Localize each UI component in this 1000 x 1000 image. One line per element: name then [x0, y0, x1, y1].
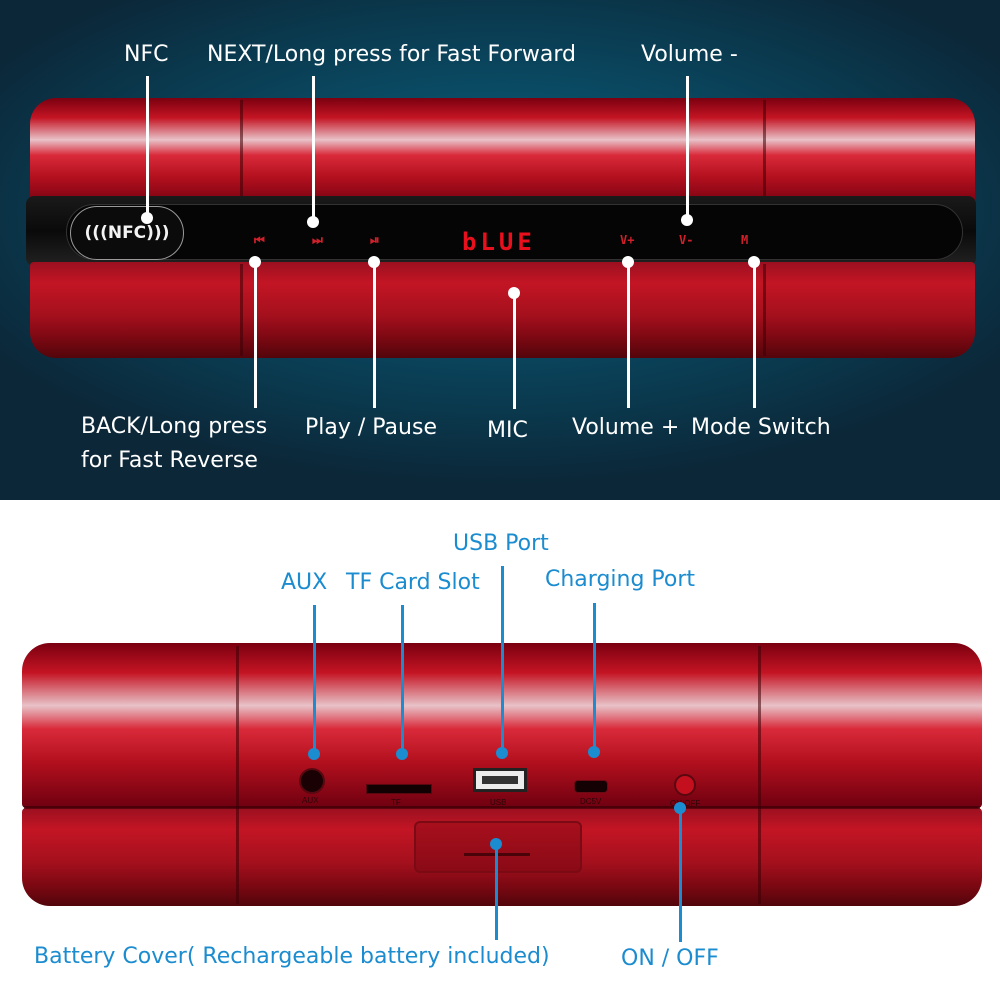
callout-dot-aux: [308, 748, 320, 760]
callout-dot-charging: [588, 746, 600, 758]
callout-line-back: [254, 262, 257, 408]
back-button[interactable]: ⏮: [254, 233, 265, 247]
callout-line-tf: [401, 605, 404, 753]
power-switch[interactable]: [674, 774, 696, 796]
usb-port[interactable]: [473, 768, 527, 792]
volume-minus-button[interactable]: V-: [679, 233, 694, 247]
callout-line-next: [312, 76, 315, 221]
callout-line-nfc: [146, 76, 149, 217]
callout-dot-nfc: [141, 212, 153, 224]
label-mode-switch: Mode Switch: [691, 415, 831, 440]
charging-port[interactable]: [574, 780, 608, 793]
tf-card-slot[interactable]: [366, 784, 432, 794]
usb-port-label: USB: [490, 798, 507, 807]
callout-dot-volume-minus: [681, 214, 693, 226]
top-panel: (((NFC))) ⏮ ⏭ ⏯ bLUE V+ V- M NFC NEXT/Lo…: [0, 0, 1000, 500]
label-on-off: ON / OFF: [621, 946, 719, 971]
callout-line-onoff: [679, 808, 682, 942]
power-switch-label: ON/OFF: [670, 799, 701, 808]
label-back-line1: BACK/Long press: [81, 414, 268, 439]
label-volume-minus: Volume -: [641, 42, 738, 67]
callout-line-mic: [513, 293, 516, 409]
aux-port-label: AUX: [302, 796, 319, 805]
callout-line-mode: [753, 262, 756, 408]
label-charging-port: Charging Port: [545, 567, 696, 592]
label-next: NEXT/Long press for Fast Forward: [207, 42, 577, 67]
label-battery-cover: Battery Cover( Rechargeable battery incl…: [34, 944, 550, 969]
volume-plus-button[interactable]: V+: [620, 233, 635, 247]
label-back-line2: for Fast Reverse: [81, 448, 258, 473]
aux-port[interactable]: [299, 768, 325, 794]
speaker-top-upper-body: [30, 98, 975, 208]
callout-line-volume-plus: [627, 262, 630, 408]
label-nfc: NFC: [124, 42, 169, 67]
label-mic: MIC: [487, 418, 528, 443]
charging-port-label: DC5V: [580, 797, 602, 806]
label-aux: AUX: [281, 570, 328, 595]
callout-line-usb: [501, 566, 504, 752]
callout-dot-tf: [396, 748, 408, 760]
led-display: bLUE: [462, 228, 536, 256]
tf-slot-label: TF: [391, 798, 401, 807]
callout-dot-next: [307, 216, 319, 228]
label-tf-card-slot: TF Card Slot: [346, 570, 480, 595]
callout-dot-usb: [496, 747, 508, 759]
callout-line-volume-minus: [686, 76, 689, 220]
play-pause-button[interactable]: ⏯: [370, 233, 380, 247]
label-volume-plus: Volume +: [572, 415, 680, 440]
label-play-pause: Play / Pause: [305, 415, 437, 440]
callout-line-charging: [593, 603, 596, 751]
control-strip: [26, 196, 976, 266]
next-button[interactable]: ⏭: [312, 233, 323, 247]
callout-line-play: [373, 262, 376, 408]
speaker-top-lower-body: [30, 262, 975, 358]
nfc-badge[interactable]: (((NFC))): [70, 206, 184, 260]
callout-line-aux: [313, 605, 316, 753]
label-usb-port: USB Port: [453, 531, 549, 556]
mode-button[interactable]: M: [741, 233, 749, 247]
callout-line-battery: [495, 844, 498, 940]
